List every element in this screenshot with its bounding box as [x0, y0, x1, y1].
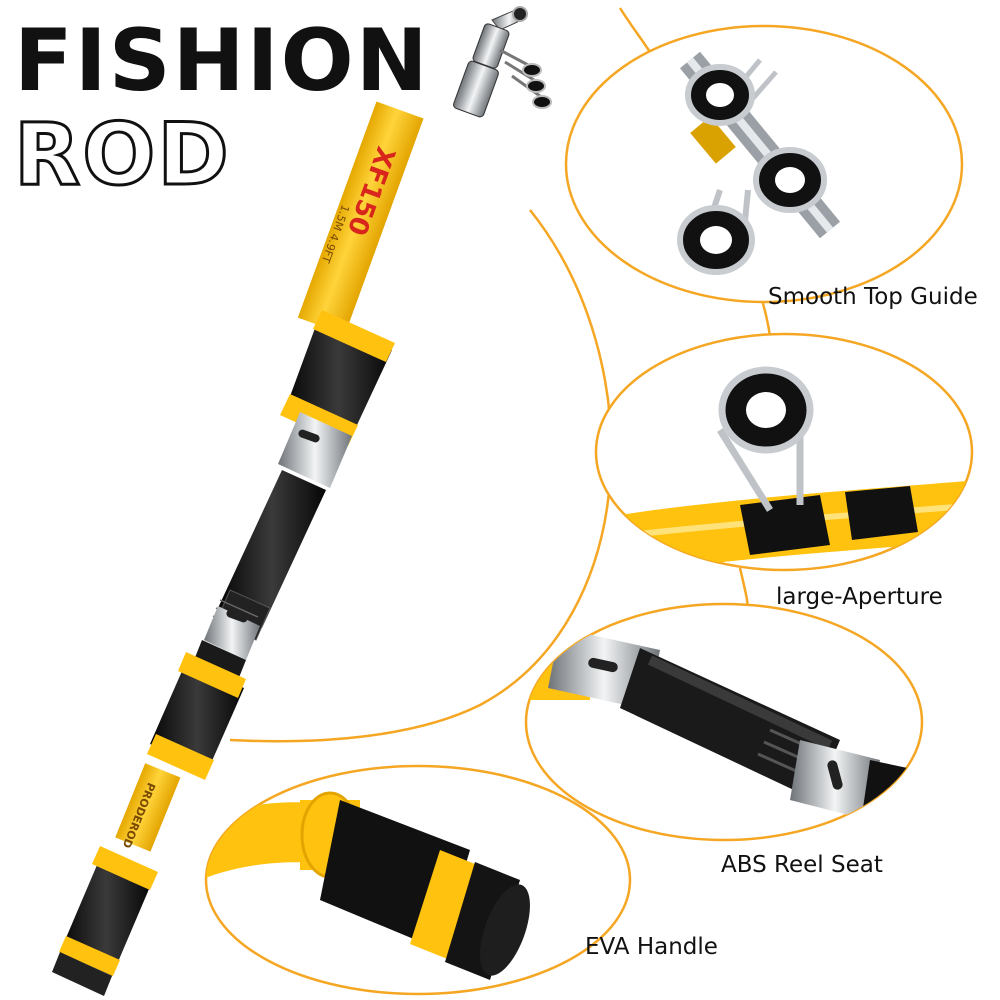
callout-smooth-top-guide: [564, 24, 964, 304]
eva-grip-icon: [206, 791, 530, 980]
caption-large-aperture: large-Aperture: [776, 584, 943, 610]
decorative-arc: [229, 209, 613, 743]
rod-tip: [453, 6, 552, 118]
caption-abs-reel-seat: ABS Reel Seat: [721, 852, 883, 878]
butt-eva-grip: [52, 846, 158, 996]
callout-large-aperture: [594, 332, 974, 572]
callout-abs-reel-seat: [524, 602, 924, 842]
callout-eva-handle: [204, 764, 632, 996]
rod-guide-ring-icon: [677, 51, 841, 275]
reel-seat-icon: [526, 628, 922, 830]
fishing-rod-illustration: XF150 1.5M 4.9FT: [52, 6, 552, 996]
caption-smooth-top-guide: Smooth Top Guide: [768, 284, 978, 310]
title-line-1: FISHION: [14, 11, 430, 111]
title-line-2: ROD: [13, 105, 231, 205]
lower-eva-grip: [147, 652, 246, 780]
reel-seat: [190, 412, 352, 690]
caption-eva-handle: EVA Handle: [585, 934, 718, 960]
